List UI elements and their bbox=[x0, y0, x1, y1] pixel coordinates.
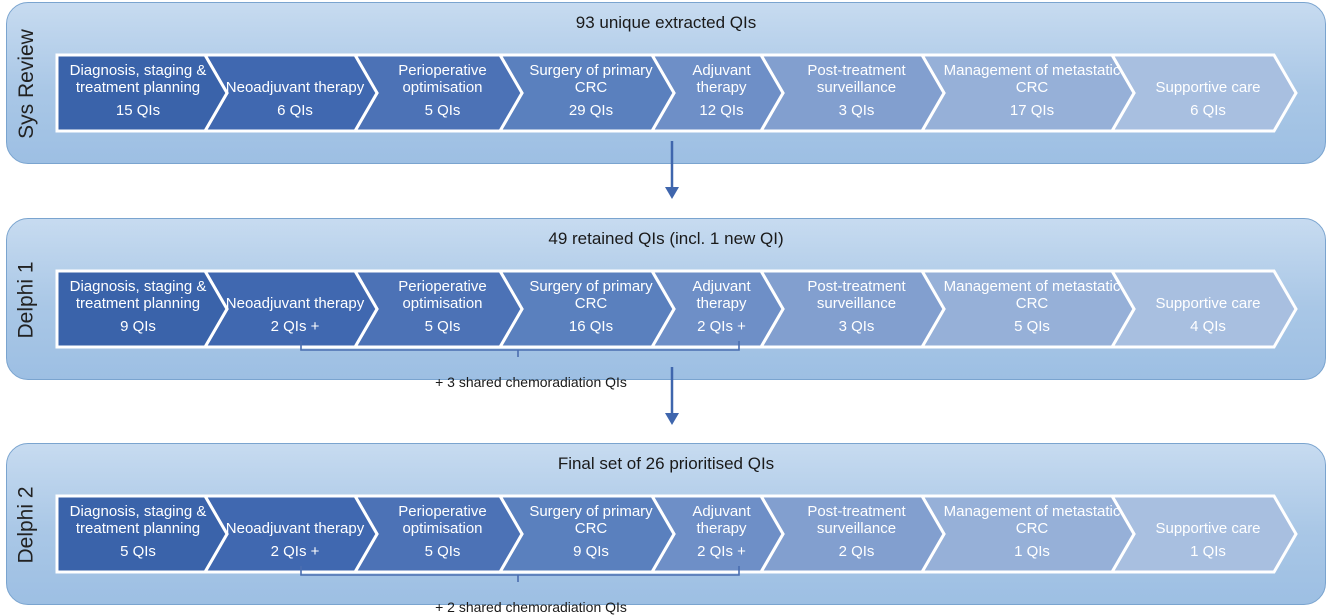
step-name: Neoadjuvant therapy bbox=[225, 295, 365, 312]
step-label: Adjuvant therapy 2 QIs + bbox=[668, 278, 775, 335]
step-name: Supportive care bbox=[1155, 520, 1261, 537]
step-name: Supportive care bbox=[1155, 79, 1261, 96]
step-count: 1 QIs bbox=[1190, 543, 1226, 560]
step-label: Post-treatment surveillance 3 QIs bbox=[777, 278, 936, 335]
step-count: 16 QIs bbox=[568, 318, 614, 335]
step-label: Supportive care 4 QIs bbox=[1128, 278, 1288, 335]
step-label: Diagnosis, staging & treatment planning 5… bbox=[57, 503, 219, 560]
step-count: 17 QIs bbox=[1009, 102, 1055, 119]
step-label: Surgery of primary CRC 16 QIs bbox=[516, 278, 666, 335]
step-name: Post-treatment surveillance bbox=[807, 62, 906, 96]
step-chevron-shape bbox=[55, 494, 229, 574]
step-label: Diagnosis, staging & treatment planning 9… bbox=[57, 278, 219, 335]
step-chevron-shape bbox=[55, 53, 229, 133]
step-count: 12 QIs bbox=[699, 102, 744, 119]
step-name: Perioperative optimisation bbox=[398, 278, 487, 312]
step-count: 9 QIs bbox=[120, 318, 156, 335]
step-count: 4 QIs bbox=[1190, 318, 1226, 335]
step-name: Surgery of primary CRC bbox=[529, 62, 653, 96]
step-label: Perioperative optimisation 5 QIs bbox=[371, 503, 514, 560]
step-label: Supportive care 6 QIs bbox=[1128, 62, 1288, 119]
step-label: Neoadjuvant therapy 6 QIs bbox=[221, 62, 369, 119]
step-count: 5 QIs bbox=[424, 318, 461, 335]
step-name: Diagnosis, staging & treatment planning bbox=[69, 62, 207, 96]
flow-arrow-head bbox=[665, 187, 679, 199]
step-label: Management of metastatic CRC 5 QIs bbox=[938, 278, 1126, 335]
stage-title: 93 unique extracted QIs bbox=[575, 13, 757, 32]
step-name: Supportive care bbox=[1155, 295, 1261, 312]
stage-title: Final set of 26 prioritised QIs bbox=[557, 454, 775, 473]
step-chevrons bbox=[55, 53, 1298, 133]
step-count: 5 QIs bbox=[424, 102, 461, 119]
step-chevrons bbox=[55, 269, 1298, 349]
step-label: Diagnosis, staging & treatment planning 1… bbox=[57, 62, 219, 119]
step-label: Perioperative optimisation 5 QIs bbox=[371, 62, 514, 119]
step-name: Adjuvant therapy bbox=[692, 503, 751, 537]
step-name: Diagnosis, staging & treatment planning bbox=[69, 503, 207, 537]
step-chevron-shape bbox=[55, 269, 229, 349]
step-name: Perioperative optimisation bbox=[398, 503, 487, 537]
step-label: Post-treatment surveillance 2 QIs bbox=[777, 503, 936, 560]
step-count: 2 QIs + bbox=[270, 543, 320, 560]
step-name: Surgery of primary CRC bbox=[529, 503, 653, 537]
step-count: 15 QIs bbox=[115, 102, 161, 119]
step-count: 2 QIs + bbox=[697, 318, 746, 335]
shared-chemoradiation-note: + 3 shared chemoradiation QIs bbox=[435, 374, 627, 390]
flow-arrow-head bbox=[665, 413, 679, 425]
step-name: Management of metastatic CRC bbox=[943, 278, 1121, 312]
step-count: 6 QIs bbox=[1190, 102, 1226, 119]
step-name: Diagnosis, staging & treatment planning bbox=[69, 278, 207, 312]
step-label: Supportive care 1 QIs bbox=[1128, 503, 1288, 560]
step-name: Management of metastatic CRC bbox=[943, 503, 1121, 537]
step-count: 9 QIs bbox=[573, 543, 609, 560]
step-count: 5 QIs bbox=[424, 543, 461, 560]
stage-title: 49 retained QIs (incl. 1 new QI) bbox=[548, 229, 784, 248]
step-name: Adjuvant therapy bbox=[692, 278, 751, 312]
step-count: 2 QIs + bbox=[270, 318, 320, 335]
step-label: Management of metastatic CRC 17 QIs bbox=[938, 62, 1126, 119]
step-label: Post-treatment surveillance 3 QIs bbox=[777, 62, 936, 119]
step-name: Management of metastatic CRC bbox=[943, 62, 1121, 96]
step-name: Surgery of primary CRC bbox=[529, 278, 653, 312]
step-label: Adjuvant therapy 12 QIs bbox=[668, 62, 775, 119]
step-label: Perioperative optimisation 5 QIs bbox=[371, 278, 514, 335]
step-name: Post-treatment surveillance bbox=[807, 278, 906, 312]
step-count: 6 QIs bbox=[277, 102, 313, 119]
step-name: Perioperative optimisation bbox=[398, 62, 487, 96]
step-count: 2 QIs + bbox=[697, 543, 746, 560]
step-count: 3 QIs bbox=[838, 318, 875, 335]
step-count: 2 QIs bbox=[838, 543, 875, 560]
step-name: Adjuvant therapy bbox=[692, 62, 751, 96]
step-count: 1 QIs bbox=[1014, 543, 1050, 560]
step-label: Adjuvant therapy 2 QIs + bbox=[668, 503, 775, 560]
step-count: 5 QIs bbox=[1014, 318, 1050, 335]
step-count: 3 QIs bbox=[838, 102, 875, 119]
step-name: Neoadjuvant therapy bbox=[225, 520, 365, 537]
shared-chemoradiation-note: + 2 shared chemoradiation QIs bbox=[435, 599, 627, 615]
step-label: Neoadjuvant therapy 2 QIs + bbox=[221, 278, 369, 335]
step-label: Management of metastatic CRC 1 QIs bbox=[938, 503, 1126, 560]
step-label: Surgery of primary CRC 29 QIs bbox=[516, 62, 666, 119]
step-count: 29 QIs bbox=[568, 102, 614, 119]
step-name: Neoadjuvant therapy bbox=[225, 79, 365, 96]
step-label: Surgery of primary CRC 9 QIs bbox=[516, 503, 666, 560]
step-label: Neoadjuvant therapy 2 QIs + bbox=[221, 503, 369, 560]
step-name: Post-treatment surveillance bbox=[807, 503, 906, 537]
step-count: 5 QIs bbox=[120, 543, 156, 560]
